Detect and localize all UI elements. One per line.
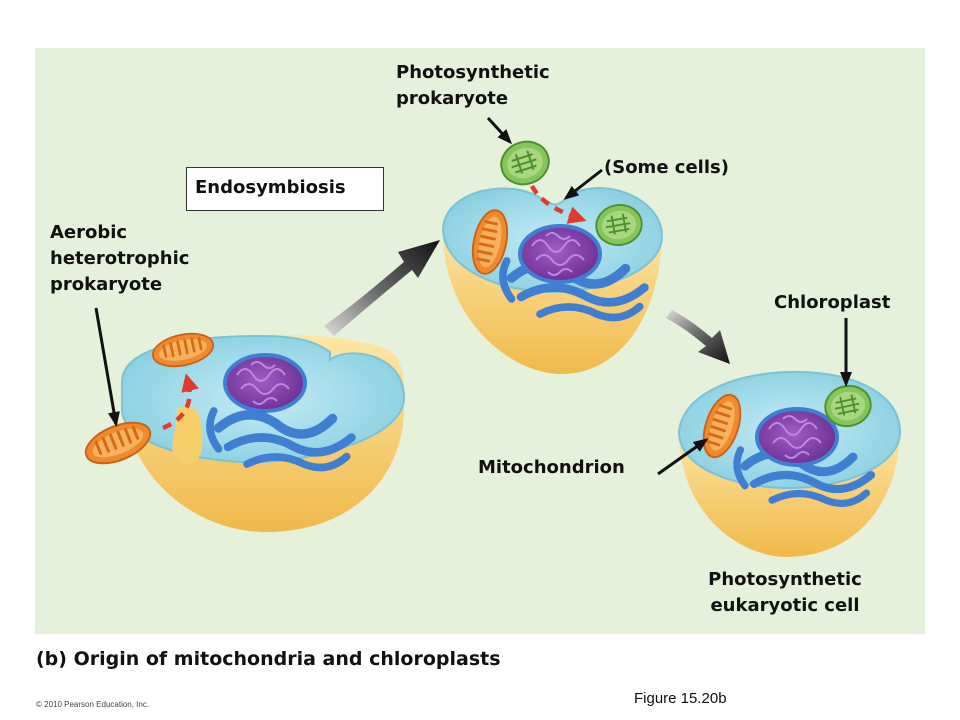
copyright-notice: © 2010 Pearson Education, Inc. bbox=[36, 700, 150, 709]
label-photosynthetic-prokaryote: Photosynthetic prokaryote bbox=[396, 62, 550, 109]
process-arrow-1 bbox=[324, 240, 440, 336]
pointer-mitochondrion bbox=[657, 438, 709, 476]
process-arrow-2 bbox=[666, 310, 730, 364]
engulf-arrow-mitochondrion bbox=[162, 373, 199, 431]
pointer-aerobic-prokaryote bbox=[94, 307, 120, 427]
label-some-cells: (Some cells) bbox=[604, 157, 729, 178]
engulf-arrow-chloroplast bbox=[529, 184, 587, 224]
label-endosymbiosis: Endosymbiosis bbox=[186, 167, 384, 211]
label-photosynthetic-eukaryotic-cell: Photosynthetic eukaryotic cell bbox=[708, 569, 862, 616]
photosynthetic-eukaryotic-cell bbox=[677, 370, 902, 557]
pointer-some-cells bbox=[563, 168, 603, 200]
label-mitochondrion: Mitochondrion bbox=[478, 457, 625, 478]
pointer-photosynthetic-prokaryote bbox=[486, 116, 513, 145]
figure-number: Figure 15.20b bbox=[634, 690, 727, 707]
eukaryote-with-mitochondria bbox=[441, 187, 664, 375]
label-aerobic-heterotrophic-prokaryote: Aerobic heterotrophic prokaryote bbox=[50, 222, 190, 295]
label-chloroplast: Chloroplast bbox=[774, 292, 891, 313]
figure-caption: (b) Origin of mitochondria and chloropla… bbox=[36, 648, 501, 670]
